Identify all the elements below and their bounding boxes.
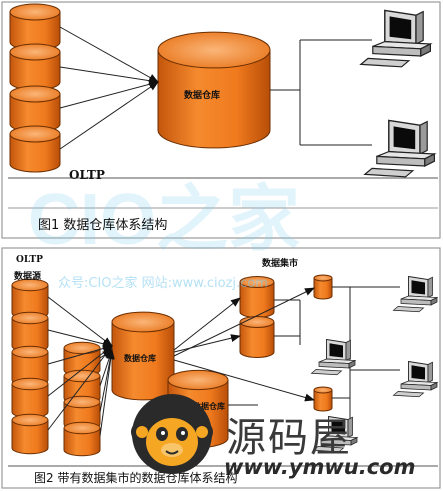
fig2-arrow-mart-3	[173, 287, 315, 357]
fig2-arrow-left-3	[47, 344, 113, 365]
fig1-arrow-4	[59, 81, 159, 150]
fig1-warehouse-label: 数据仓库	[184, 91, 221, 101]
fig2-warehouse-label: 数据仓库	[124, 353, 156, 363]
fig2-computer-icon-1	[310, 338, 357, 376]
fig2-mart-small-2	[313, 386, 333, 412]
fig2-source-left-1	[11, 278, 49, 320]
fig2-source-left-5	[11, 413, 49, 455]
fig2-arrow-mart-4	[173, 359, 315, 402]
fig1-arrow-2	[59, 66, 159, 85]
fig2-arrow-left-2	[47, 329, 113, 348]
fig2-arrow-right-3	[99, 349, 115, 413]
fig2-arrow-mart-2	[173, 334, 241, 353]
fig1-arrow-3	[59, 80, 159, 109]
fig2-source-left-2	[11, 311, 49, 353]
fig2-warehouse-cylinder	[111, 311, 175, 401]
fig2-arrow-right-4	[99, 349, 115, 437]
logo-url: www.ymwu.com	[224, 455, 416, 479]
fig2-warehouse2-label: 数据仓库	[193, 401, 225, 411]
fig2-source-label: 数据源	[14, 272, 42, 282]
monkey-logo-icon	[131, 394, 213, 474]
fig2-oltp-label: OLTP	[16, 255, 43, 265]
fig1-caption: 图1 数据仓库体系结构	[38, 218, 168, 233]
fig2-mart-cylinder-1	[239, 276, 275, 318]
logo-brand: 源码屋	[226, 415, 352, 461]
fig2-arrow-left-1	[47, 296, 113, 347]
logo-badge	[130, 392, 214, 476]
fig2-mart-label: 数据集市	[262, 259, 299, 269]
fig2-mart-cylinder-2	[239, 316, 275, 358]
fig2-arrow-left-5	[47, 345, 113, 431]
fig2-computer-icon-3	[392, 275, 439, 313]
fig1-oltp-cylinder-1	[9, 3, 61, 51]
fig2-source-right-4	[63, 421, 101, 457]
fig2-computer-icon-4	[392, 360, 439, 398]
fig2-source-left-4	[11, 377, 49, 419]
fig1-oltp-label: OLTP	[69, 168, 105, 182]
fig2-arrow-mart-1	[173, 297, 241, 351]
fig2-source-right-1	[63, 341, 101, 377]
fig1-oltp-cylinder-2	[9, 43, 61, 91]
fig2-arrow-left-4	[47, 345, 113, 397]
fig2-mart-small-1	[313, 274, 333, 300]
fig2-computer-icon-2	[312, 415, 359, 453]
fig1-arrow-1	[59, 26, 159, 83]
fig1-computer-icon-2	[363, 119, 437, 178]
fig1-computer-icon-1	[359, 9, 433, 68]
fig1-oltp-cylinder-3	[9, 85, 61, 133]
fig2-caption: 图2 带有数据集市的数据仓库体系结构	[34, 471, 238, 485]
fig1-oltp-cylinder-4	[9, 125, 61, 173]
fig1-warehouse-cylinder	[157, 31, 271, 149]
